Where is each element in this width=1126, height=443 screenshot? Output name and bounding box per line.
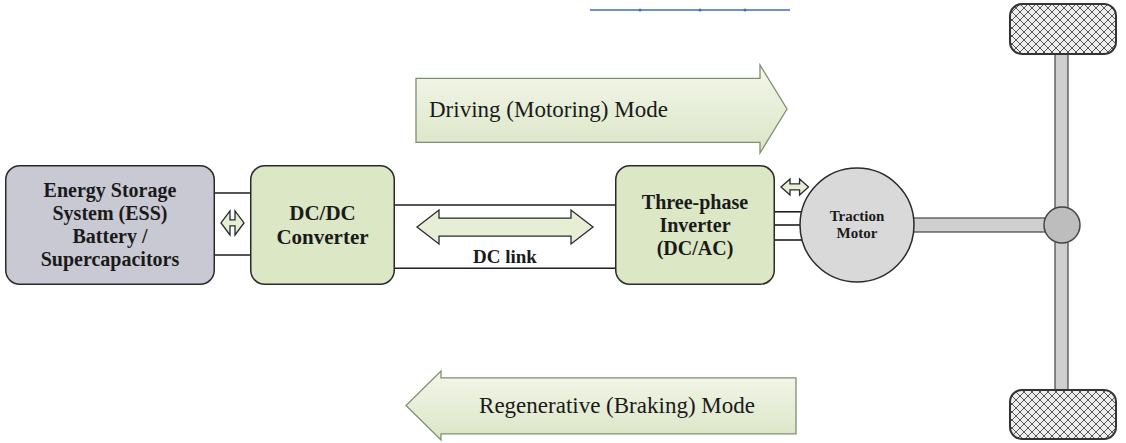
node-content: Regenerative (Braking) Mode — [437, 378, 797, 434]
motor-circle: Traction Motor — [799, 167, 915, 283]
mode-arrow: Driving (Motoring) Mode — [415, 64, 788, 154]
process-box: Three-phase Inverter (DC/AC) — [615, 165, 775, 285]
connector-label: DC link — [470, 247, 540, 266]
node-text: Driving (Motoring) Mode — [429, 97, 668, 123]
header-rule — [590, 9, 790, 12]
power-connector — [215, 193, 250, 255]
wheel — [1010, 4, 1116, 54]
connector-wire — [395, 267, 615, 269]
box-outline — [616, 166, 775, 285]
flow-arrow — [221, 211, 244, 235]
connector-wire — [775, 239, 802, 241]
node-content: DC/DC Converter — [250, 165, 395, 285]
node-text: Energy Storage System (ESS) Battery / Su… — [20, 179, 200, 271]
node-content: Three-phase Inverter (DC/AC) — [615, 165, 775, 285]
box-outline — [251, 166, 395, 285]
node-text: Traction Motor — [817, 208, 897, 243]
process-box: DC/DC Converter — [250, 165, 395, 285]
mode-arrow: Regenerative (Braking) Mode — [405, 370, 797, 441]
power-connector — [395, 205, 615, 268]
connector-wire — [215, 192, 250, 194]
box-outline — [6, 166, 215, 285]
block-arrow-outline — [416, 65, 787, 153]
connector-wire — [775, 211, 802, 213]
node-text: Regenerative (Braking) Mode — [479, 393, 755, 419]
wheel — [1010, 390, 1116, 439]
block-arrow-outline — [406, 371, 796, 440]
motor-shaft — [905, 218, 1057, 232]
flow-arrow — [417, 210, 593, 244]
node-content: Traction Motor — [799, 167, 915, 283]
node-text: DC/DC Converter — [263, 201, 383, 249]
node-content: Driving (Motoring) Mode — [429, 78, 760, 142]
circle-outline — [800, 168, 914, 282]
flow-arrow — [781, 179, 809, 195]
differential-hub — [1044, 207, 1080, 243]
connector-wire — [775, 224, 800, 226]
process-box: Energy Storage System (ESS) Battery / Su… — [5, 165, 215, 285]
node-content: Energy Storage System (ESS) Battery / Su… — [5, 165, 215, 285]
connector-wire — [395, 204, 615, 206]
node-text: Three-phase Inverter (DC/AC) — [630, 191, 760, 260]
connector-wire — [215, 254, 250, 256]
